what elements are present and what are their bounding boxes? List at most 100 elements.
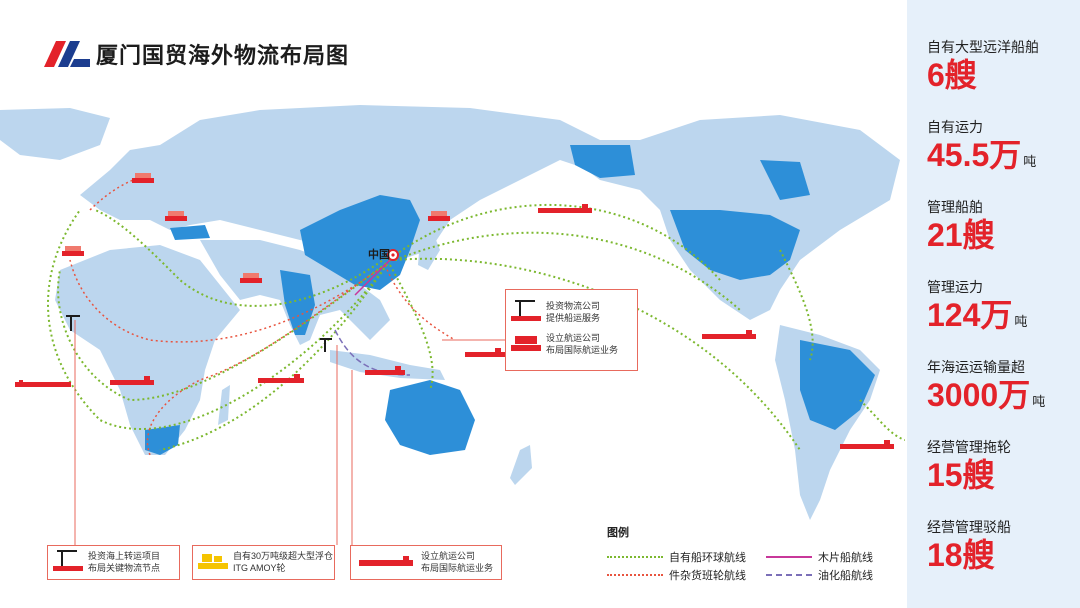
cargo-ship-icon (538, 204, 592, 213)
page-title: 厦门国贸海外物流布局图 (96, 43, 350, 68)
china-origin-marker-icon (387, 249, 399, 261)
stat-label: 经营管理驳船 (927, 519, 1011, 535)
turkey (170, 225, 210, 240)
stat-item: 管理运力 124万吨 (927, 278, 1027, 341)
callout-text: 投资海上转运项目 (88, 551, 161, 561)
legend-swatch (607, 574, 663, 576)
container-ship-icon (132, 173, 154, 183)
container-ship-icon (62, 246, 84, 256)
indonesia (330, 350, 445, 380)
callout-shipping-company: 设立航运公司布局国际航运业务 (350, 545, 502, 580)
stats-panel: 自有大型远洋船舶 6艘 自有运力 45.5万吨 管理船舶 21艘 管理运力 12… (907, 0, 1080, 608)
alaska (570, 145, 635, 178)
stat-item: 管理船舶 21艘 (927, 198, 997, 261)
route-china-westafrica (57, 259, 391, 402)
ship-markers (15, 173, 894, 449)
callout-investment-shipping: 投资物流公司提供船运服务 设立航运公司布局国际航运业务 (505, 289, 638, 371)
callout-text: 设立航运公司 (546, 333, 601, 343)
route-breakbulk-1 (146, 264, 386, 456)
stat-item: 自有大型远洋船舶 6艘 (927, 38, 1039, 101)
stat-value: 21艘 (927, 217, 995, 253)
legend-item: 木片船航线 (766, 548, 873, 566)
south-africa (145, 425, 180, 455)
callout-text: 设立航运公司 (421, 551, 476, 561)
stat-item: 自有运力 45.5万吨 (927, 118, 1036, 181)
legend-label: 木片船航线 (818, 552, 873, 564)
route-breakbulk-3 (384, 264, 456, 341)
route-china-europe (94, 209, 391, 307)
madagascar (218, 385, 230, 425)
callout-text: 投资物流公司 (546, 301, 601, 311)
world-map: 中国 (0, 105, 905, 545)
callout-text: 提供船运服务 (546, 313, 601, 323)
stat-label: 经营管理拖轮 (927, 439, 1011, 455)
brazil (800, 340, 875, 430)
stat-label: 管理运力 (927, 279, 983, 295)
cargo-ship-icon (258, 374, 304, 383)
map-legend: 图例 自有船环球航线 件杂货班轮航线 木片船航线 油化船航线 (607, 524, 873, 584)
stat-item: 经营管理拖轮 15艘 (927, 438, 1011, 501)
india (280, 270, 315, 335)
cargo-ship-icon (840, 440, 894, 449)
africa (55, 245, 240, 455)
woodchip-route (354, 259, 391, 296)
stat-label: 年海运运输量超 (927, 359, 1025, 375)
china-label: 中国 (368, 247, 390, 261)
callout-text: 自有30万吨级超大型浮仓 (233, 551, 334, 561)
callout-floating-warehouse: 自有30万吨级超大型浮仓 ITG AMOY轮 (192, 545, 335, 580)
legend-label: 件杂货班轮航线 (669, 570, 746, 582)
route-china-australia (389, 264, 434, 391)
highlighted-countries (145, 145, 875, 455)
stat-label: 自有大型远洋船舶 (927, 39, 1039, 55)
route-us-east (779, 249, 814, 361)
callout-text: 布局国际航运业务 (546, 345, 619, 355)
route-breakbulk-2 (69, 259, 386, 343)
container-ship-icon (428, 211, 450, 221)
legend-item: 件杂货班轮航线 (607, 566, 746, 584)
container-ship-icon (165, 211, 187, 221)
legend-label: 自有船环球航线 (669, 552, 746, 564)
stat-value: 6艘 (927, 57, 977, 93)
legend-swatch (607, 556, 663, 558)
usa (670, 210, 800, 280)
callout-transshipment: 投资海上转运项目布局关键物流节点 (47, 545, 180, 580)
header: 厦门国贸海外物流布局图 (44, 38, 349, 70)
floating-warehouse-icon (198, 554, 228, 569)
stat-label: 管理船舶 (927, 199, 983, 215)
legend-title: 图例 (607, 527, 629, 539)
cargo-ship-icon (365, 366, 405, 375)
container-ship-icon (511, 336, 541, 351)
cargo-ship-icon (359, 556, 413, 566)
stat-value: 15艘 (927, 457, 995, 493)
cargo-ship-icon (702, 330, 756, 339)
greenland (0, 108, 110, 160)
leader-lines (74, 320, 505, 545)
legend-swatch (766, 574, 812, 576)
australia (385, 380, 475, 455)
container-ship-icon (240, 273, 262, 283)
cargo-ship-icon (465, 348, 505, 357)
japan (418, 230, 440, 270)
new-zealand (510, 445, 532, 485)
stat-value: 124万吨 (927, 297, 1028, 333)
legend-item: 自有船环球航线 (607, 548, 746, 566)
route-china-westafrica2 (46, 209, 391, 431)
company-logo-icon (44, 41, 90, 67)
legend-item: 油化船航线 (766, 566, 873, 584)
callout-text: ITG AMOY轮 (233, 563, 286, 573)
callout-text: 布局关键物流节点 (88, 563, 161, 573)
port-crane-icon (66, 315, 80, 331)
stat-value: 45.5万吨 (927, 137, 1037, 173)
route-brazil-africa (859, 399, 905, 441)
stat-item: 年海运运输量超 3000万吨 (927, 358, 1045, 421)
stat-value: 3000万吨 (927, 377, 1046, 413)
port-crane-icon (511, 300, 541, 321)
legend-swatch (766, 556, 812, 558)
eurasia-north (80, 105, 610, 260)
cargo-ship-icon (110, 376, 154, 385)
route-china-us (394, 203, 721, 281)
canada-east (760, 160, 810, 200)
stat-label: 自有运力 (927, 119, 983, 135)
legend-label: 油化船航线 (818, 570, 873, 582)
port-crane-icon (53, 550, 83, 571)
